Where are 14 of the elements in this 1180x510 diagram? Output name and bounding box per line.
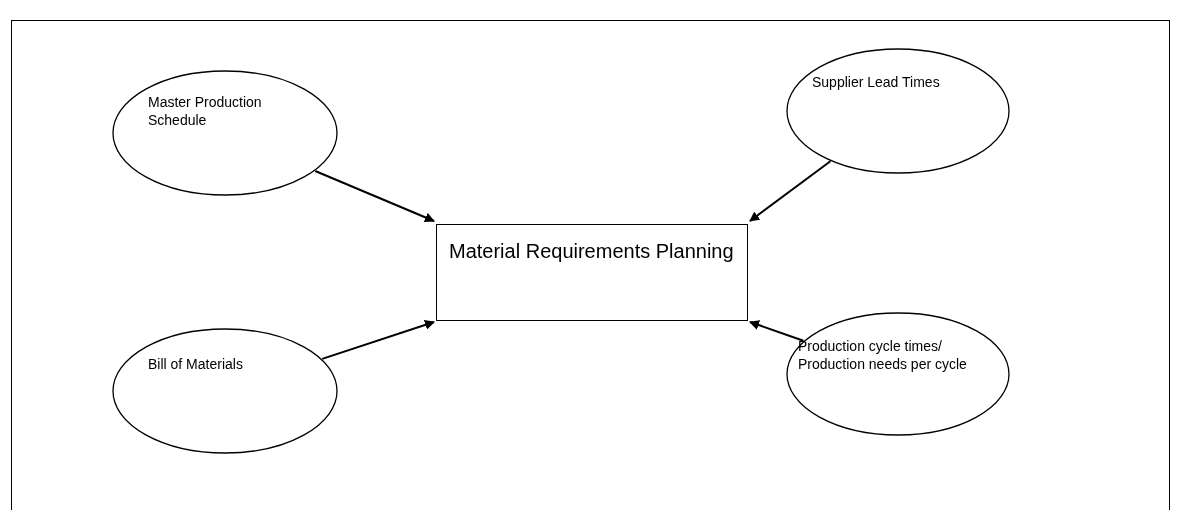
input-ellipse (786, 48, 1010, 174)
arrow (749, 320, 805, 342)
arrow (314, 169, 435, 223)
node-label: Production cycle times/ Production needs per cycle (798, 338, 968, 373)
node-label: Supplier Lead Times (812, 74, 941, 92)
process-box (436, 224, 748, 321)
input-ellipse (112, 328, 338, 454)
arrow (749, 160, 832, 222)
input-ellipse (786, 312, 1010, 436)
node-label: Master Production Schedule (148, 94, 263, 129)
node-label: Bill of Materials (148, 356, 244, 374)
input-ellipse (112, 70, 338, 196)
arrow (321, 320, 435, 360)
node-label: Material Requirements Planning (449, 239, 735, 264)
